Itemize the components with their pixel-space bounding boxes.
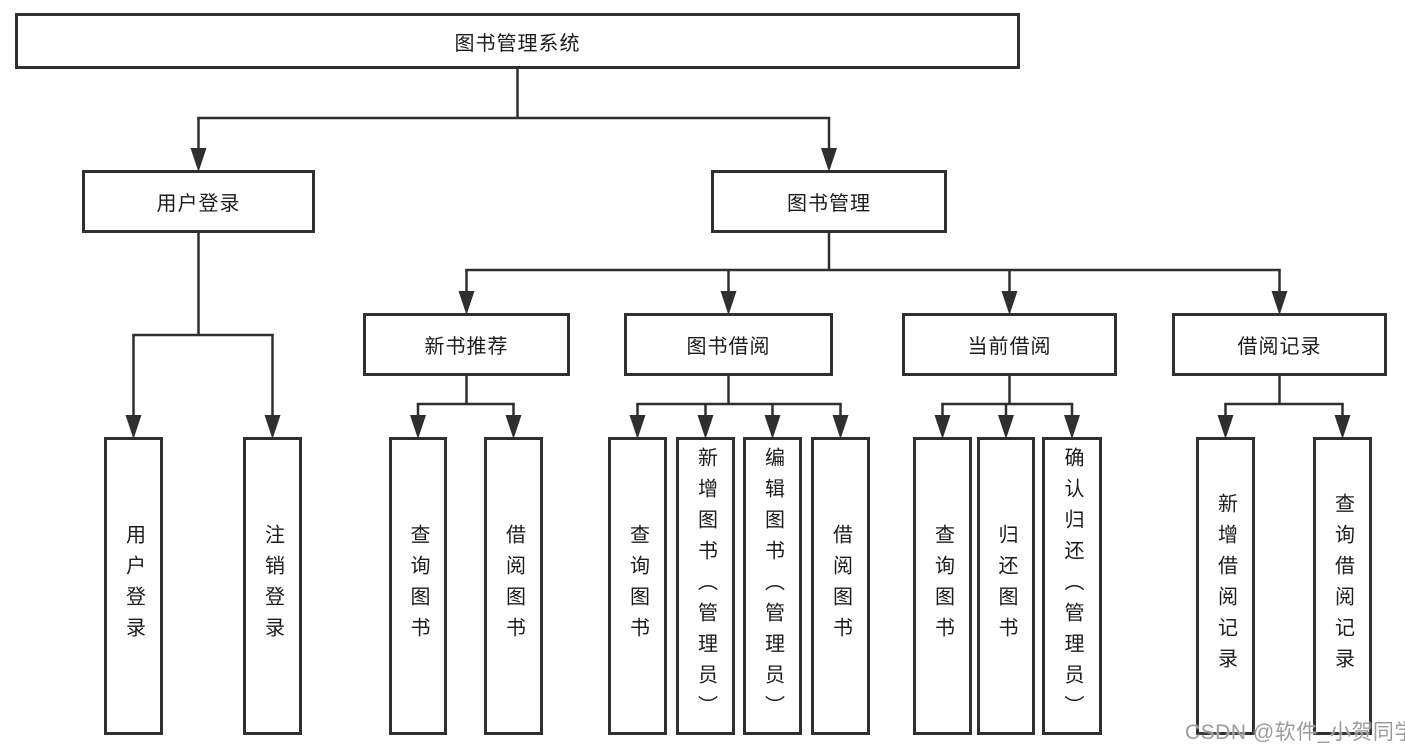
node-root: 图书管理系统 (15, 13, 1020, 69)
arrowhead-icon (264, 415, 281, 439)
arrowhead-icon (697, 415, 714, 439)
node-label-current-borrow: 当前借阅 (967, 336, 1052, 358)
node-leaf-confirm-return: 确认归还（管理员） (1042, 437, 1102, 735)
node-label-new-book-rec: 新书推荐 (424, 336, 509, 358)
node-label-leaf-confirm-return: 确认归还（管理员） (1061, 446, 1083, 726)
node-leaf-logout: 注销登录 (243, 437, 302, 735)
node-leaf-add-borrow-record: 新增借阅记录 (1196, 437, 1255, 735)
node-leaf-query-book-current: 查询图书 (913, 437, 972, 735)
node-current-borrow: 当前借阅 (902, 313, 1117, 376)
node-leaf-return-book: 归还图书 (977, 437, 1035, 735)
arrowhead-icon (629, 415, 646, 439)
node-label-leaf-edit-book: 编辑图书（管理员） (761, 446, 784, 726)
node-leaf-borrow-book-new: 借阅图书 (484, 437, 543, 735)
node-label-leaf-query-book-borrow: 查询图书 (626, 524, 649, 648)
node-label-leaf-query-book-current: 查询图书 (931, 524, 954, 648)
arrowhead-icon (125, 415, 142, 439)
arrowhead-icon (1001, 291, 1018, 315)
node-borrow-record: 借阅记录 (1172, 313, 1387, 376)
arrowhead-icon (505, 415, 522, 439)
arrowhead-icon (1334, 415, 1351, 439)
node-new-book-rec: 新书推荐 (363, 313, 570, 376)
arrowhead-icon (832, 415, 849, 439)
watermark: CSDN @软件_小贺同学 (1185, 721, 1405, 744)
node-label-book-mgmt: 图书管理 (787, 193, 871, 215)
node-label-leaf-query-borrow-record: 查询借阅记录 (1331, 493, 1354, 679)
node-label-borrow-record: 借阅记录 (1237, 336, 1322, 358)
node-leaf-query-book-borrow: 查询图书 (608, 437, 667, 735)
node-book-mgmt: 图书管理 (711, 170, 947, 233)
node-label-user-login: 用户登录 (156, 193, 241, 215)
node-leaf-add-book: 新增图书（管理员） (676, 437, 735, 735)
node-label-leaf-borrow-book: 借阅图书 (829, 524, 852, 648)
arrowhead-icon (190, 148, 207, 172)
node-leaf-user-login: 用户登录 (104, 437, 163, 735)
node-book-borrow: 图书借阅 (624, 313, 833, 376)
node-label-book-borrow: 图书借阅 (686, 336, 771, 358)
node-label-leaf-add-book: 新增图书（管理员） (694, 446, 717, 726)
arrowhead-icon (934, 415, 951, 439)
arrowhead-icon (458, 291, 475, 315)
node-label-leaf-return-book: 归还图书 (995, 524, 1017, 648)
node-label-leaf-logout: 注销登录 (261, 524, 284, 648)
node-label-root: 图书管理系统 (454, 32, 581, 55)
arrowhead-icon (764, 415, 781, 439)
node-leaf-edit-book: 编辑图书（管理员） (743, 437, 802, 735)
arrowhead-icon (998, 415, 1014, 439)
node-leaf-borrow-book: 借阅图书 (811, 437, 870, 735)
node-label-leaf-query-book-new: 查询图书 (407, 524, 429, 648)
arrowhead-icon (410, 415, 426, 439)
arrowhead-icon (720, 291, 737, 315)
node-label-leaf-borrow-book-new: 借阅图书 (502, 524, 525, 648)
node-label-leaf-add-borrow-record: 新增借阅记录 (1214, 493, 1237, 679)
arrowhead-icon (1064, 415, 1080, 439)
arrowhead-icon (821, 148, 837, 172)
node-user-login: 用户登录 (82, 170, 315, 233)
arrowhead-icon (1271, 291, 1288, 315)
node-leaf-query-borrow-record: 查询借阅记录 (1313, 437, 1372, 735)
node-leaf-query-book-new: 查询图书 (389, 437, 447, 735)
arrowhead-icon (1217, 415, 1234, 439)
node-label-leaf-user-login: 用户登录 (122, 524, 145, 648)
